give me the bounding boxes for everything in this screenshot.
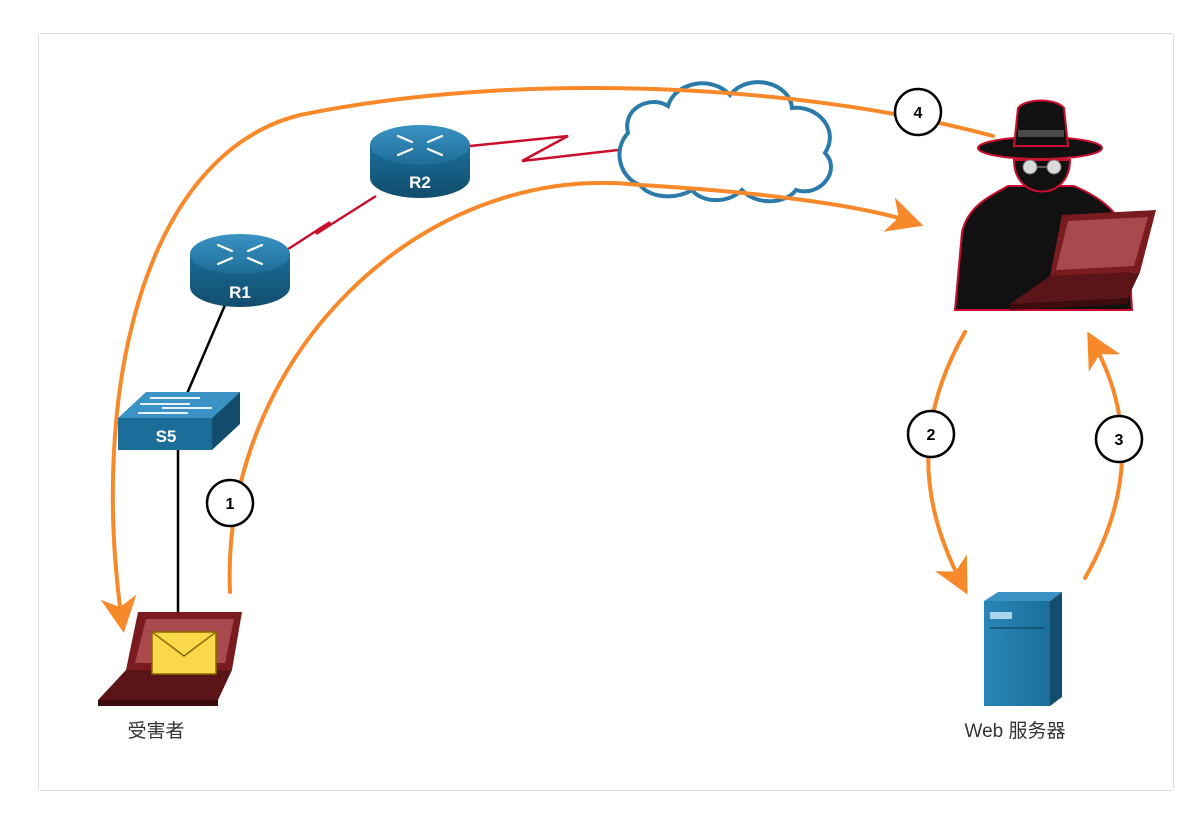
router-r1-label: R1 (229, 283, 251, 302)
switch-arrows-icon (138, 397, 212, 414)
step-marker-4: 4 (893, 87, 943, 137)
arrow-step-2 (926, 330, 968, 595)
attack-flow-arrows (100, 85, 1125, 633)
router-r1[interactable]: R1 (190, 234, 290, 307)
step-marker-1: 1 (205, 478, 255, 528)
victim-label: 受害者 (127, 720, 184, 742)
ethernet-links (176, 304, 227, 612)
svg-text:4: 4 (914, 105, 923, 122)
attacker-figure (953, 99, 1156, 311)
router-r2-label: R2 (409, 173, 431, 192)
step-marker-2: 2 (906, 409, 956, 459)
serial-links (281, 134, 619, 255)
serial-link-r1-r2 (281, 194, 377, 255)
victim-laptop[interactable] (98, 612, 242, 706)
link-r1-s5 (184, 304, 227, 397)
svg-text:1: 1 (226, 496, 235, 513)
arrow-step-4 (100, 85, 995, 633)
step-marker-3: 3 (1094, 414, 1144, 464)
switch-s5-label: S5 (156, 427, 177, 446)
arrow-step-1 (227, 181, 924, 594)
serial-link-r2-cloud (469, 134, 619, 163)
web-server-label: Web 服务器 (964, 720, 1065, 742)
router-arrows-icon (396, 134, 444, 157)
attacker-laptop-icon (1010, 210, 1156, 310)
web-server[interactable] (984, 592, 1062, 706)
svg-text:2: 2 (927, 427, 936, 444)
router-arrows-icon (216, 243, 264, 266)
svg-text:3: 3 (1115, 432, 1124, 449)
router-r2[interactable]: R2 (370, 125, 470, 198)
server-drive-icon (990, 612, 1012, 619)
switch-s5[interactable]: S5 (118, 392, 240, 450)
internet-cloud (617, 80, 833, 204)
email-envelope-icon (151, 631, 217, 675)
